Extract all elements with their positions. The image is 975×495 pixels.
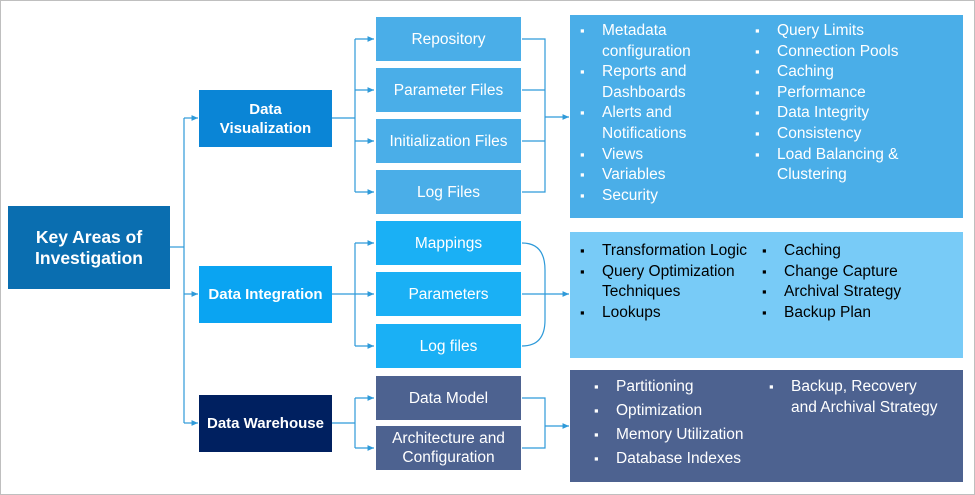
- details-list-left: Metadata configuration Reports and Dashb…: [572, 21, 742, 206]
- component-repository: Repository: [375, 16, 522, 62]
- list-item: Lookups: [572, 303, 757, 324]
- component-log-files-integration: Log files: [375, 323, 522, 369]
- details-panel-warehouse: Partitioning Optimization Memory Utiliza…: [570, 370, 963, 482]
- list-item: Backup, Recovery and Archival Strategy: [761, 377, 941, 418]
- list-item: Partitioning: [586, 377, 766, 398]
- details-list-right: Query Limits Connection Pools Caching Pe…: [747, 21, 947, 186]
- list-item: Reports and Dashboards: [572, 62, 742, 103]
- component-initialization-files: Initialization Files: [375, 118, 522, 164]
- list-item: Performance: [747, 83, 947, 104]
- list-item: Caching: [747, 62, 947, 83]
- component-log-files: Log Files: [375, 169, 522, 215]
- list-item: Variables: [572, 165, 742, 186]
- category-data-warehouse: Data Warehouse: [199, 395, 332, 452]
- component-data-model: Data Model: [375, 375, 522, 421]
- details-list-left: Partitioning Optimization Memory Utiliza…: [586, 377, 766, 473]
- list-item: Query Optimization Techniques: [572, 262, 757, 303]
- list-item: Query Limits: [747, 21, 947, 42]
- details-panel-visualization: Metadata configuration Reports and Dashb…: [570, 15, 963, 218]
- list-item: Optimization: [586, 401, 766, 422]
- list-item: Memory Utilization: [586, 425, 766, 446]
- list-item: Database Indexes: [586, 449, 766, 470]
- component-architecture-configuration: Architecture and Configuration: [375, 425, 522, 471]
- list-item: Archival Strategy: [754, 282, 954, 303]
- list-item: Caching: [754, 241, 954, 262]
- details-list-right: Backup, Recovery and Archival Strategy: [761, 377, 941, 418]
- root-node: Key Areas of Investigation: [8, 206, 170, 289]
- details-list-right: Caching Change Capture Archival Strategy…: [754, 241, 954, 323]
- list-item: Consistency: [747, 124, 947, 145]
- list-item: Security: [572, 186, 742, 207]
- list-item: Transformation Logic: [572, 241, 757, 262]
- component-parameters: Parameters: [375, 271, 522, 317]
- list-item: Backup Plan: [754, 303, 954, 324]
- list-item: Load Balancing & Clustering: [747, 145, 947, 186]
- list-item: Change Capture: [754, 262, 954, 283]
- details-panel-integration: Transformation Logic Query Optimization …: [570, 232, 963, 358]
- component-parameter-files: Parameter Files: [375, 67, 522, 113]
- list-item: Alerts and Notifications: [572, 103, 742, 144]
- list-item: Views: [572, 145, 742, 166]
- category-data-integration: Data Integration: [199, 266, 332, 323]
- details-list-left: Transformation Logic Query Optimization …: [572, 241, 757, 323]
- list-item: Connection Pools: [747, 42, 947, 63]
- list-item: Data Integrity: [747, 103, 947, 124]
- list-item: Metadata configuration: [572, 21, 742, 62]
- category-data-visualization: Data Visualization: [199, 90, 332, 147]
- component-mappings: Mappings: [375, 220, 522, 266]
